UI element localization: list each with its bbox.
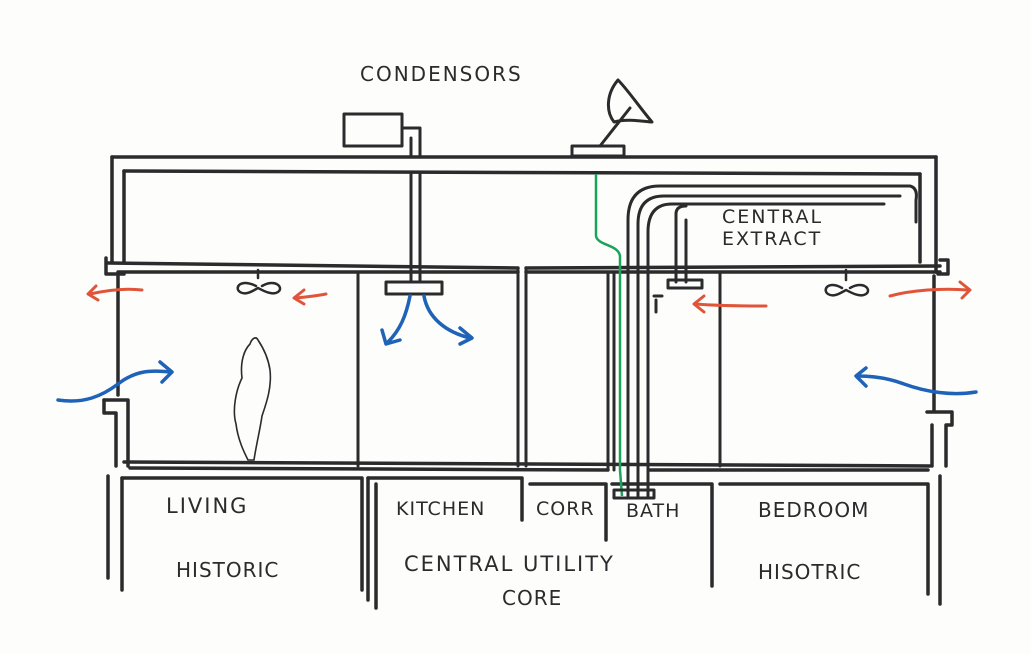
ceiling-fan-icon-2 <box>824 268 870 297</box>
ceiling-fan-icon <box>236 268 282 295</box>
extract-grille-icon <box>666 278 704 290</box>
label-central-utility: CENTRAL UTILITY <box>404 552 615 576</box>
label-condensors: CONDENSORS <box>360 62 523 86</box>
foundations <box>106 474 942 610</box>
label-central-extract: CENTRAL EXTRACT <box>722 206 823 250</box>
fresh-air-arrow-diffuser-right <box>422 294 472 340</box>
satellite-dish-icon <box>570 78 654 158</box>
label-bath: BATH <box>626 500 681 522</box>
label-extract: EXTRACT <box>722 228 823 250</box>
exterior-walls <box>102 274 954 468</box>
condenser-unit-icon <box>342 112 404 148</box>
fresh-air-arrows <box>56 294 978 403</box>
cable-run <box>594 174 624 497</box>
label-historic-left: HISTORIC <box>176 558 280 582</box>
label-corr: CORR <box>536 498 595 520</box>
label-historic-right: HISOTRIC <box>758 560 862 584</box>
label-bedroom: BEDROOM <box>758 498 870 522</box>
fresh-air-arrow-diffuser-left <box>386 294 412 344</box>
label-living: LIVING <box>166 494 249 518</box>
fresh-air-arrow-inlet-left <box>56 369 172 403</box>
fresh-air-arrow-inlet-right <box>856 374 978 396</box>
warm-air-arrows <box>86 280 972 314</box>
ceiling-line <box>104 256 950 276</box>
supply-diffuser <box>384 280 444 296</box>
roof-structure <box>110 155 938 274</box>
central-extract-ducts <box>612 184 918 500</box>
label-core: CORE <box>502 586 563 610</box>
warm-air-arrow-fan-left <box>294 292 328 300</box>
warm-air-arrow-right-out <box>888 287 970 298</box>
condenser-unit <box>342 112 422 284</box>
warm-air-arrow-extract <box>694 302 768 308</box>
warm-air-arrow-left-out <box>88 287 144 296</box>
internal-partitions <box>356 268 722 472</box>
person-figure-icon <box>233 337 272 461</box>
supply-diffuser-icon <box>384 280 444 296</box>
label-kitchen: KITCHEN <box>396 498 486 520</box>
label-central: CENTRAL <box>722 206 824 228</box>
